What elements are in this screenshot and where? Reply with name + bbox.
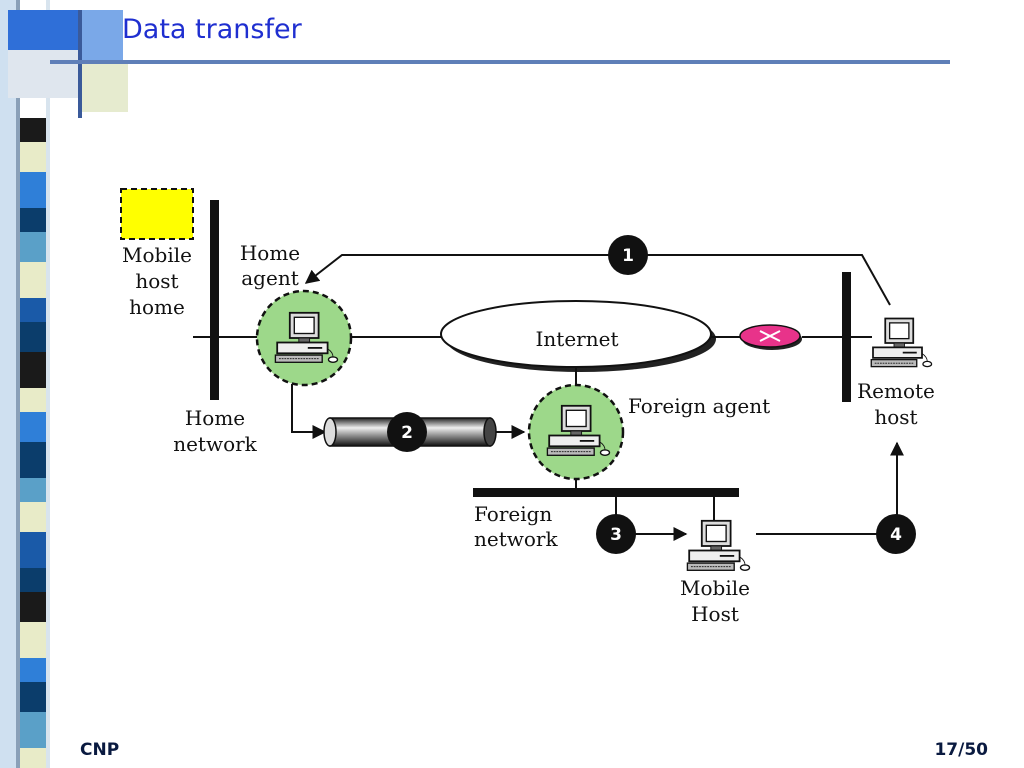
tunnel-left-end	[323, 417, 337, 447]
foreign-network-label-line1: Foreign	[474, 502, 552, 526]
slide-border-decoration	[0, 0, 50, 768]
border-block	[20, 262, 46, 298]
home-network-label-line1: Home	[185, 406, 245, 430]
tunnel-right-end	[483, 417, 497, 447]
border-block	[20, 622, 46, 658]
border-block	[20, 682, 46, 712]
mobile-host-home-placeholder	[120, 188, 194, 240]
step-3-badge	[596, 514, 636, 554]
border-block	[20, 658, 46, 682]
foreign-network-label-line2: network	[474, 527, 558, 551]
foreign-agent-label: Foreign agent	[628, 394, 770, 418]
internet-cloud	[440, 300, 712, 368]
border-block	[20, 412, 46, 442]
border-block	[20, 532, 46, 568]
path-step-2-lead-in	[291, 384, 327, 439]
home-agent-label-line2: agent	[241, 266, 298, 290]
mobile-host-home-label-line3: home	[129, 295, 185, 319]
step-1-number: 1	[622, 246, 634, 266]
border-block	[20, 142, 46, 172]
border-block	[20, 388, 46, 412]
footer-course-label: CNP	[80, 740, 120, 760]
remote-host-label-line2: host	[874, 405, 917, 429]
border-block	[20, 352, 46, 388]
path-step-1-arrow	[304, 254, 891, 306]
border-block	[20, 208, 46, 232]
step-4-number: 4	[890, 525, 902, 545]
border-block	[20, 502, 46, 532]
internet-label: Internet	[536, 327, 619, 351]
border-block	[20, 232, 46, 262]
step-4-badge	[876, 514, 916, 554]
border-block	[20, 298, 46, 322]
home-agent-label-line1: Home	[240, 241, 300, 265]
slide-title: Data transfer	[122, 14, 302, 45]
step-2-number: 2	[401, 423, 413, 443]
foreign-network-bus	[473, 488, 739, 497]
border-block	[20, 172, 46, 208]
home-network-bus	[210, 200, 219, 400]
border-block	[20, 592, 46, 622]
border-block	[20, 712, 46, 748]
home-network-label-line2: network	[173, 432, 257, 456]
remote-host-computer-icon	[870, 317, 933, 368]
step-2-badge	[387, 412, 427, 452]
border-block	[20, 442, 46, 478]
step-1-badge	[608, 235, 648, 275]
border-block	[20, 322, 46, 352]
path-step-4-arrow	[756, 441, 904, 535]
footer-page-number: 17/50	[934, 740, 988, 760]
border-block	[20, 568, 46, 592]
mobile-host-home-label-line1: Mobile	[122, 243, 192, 267]
step-3-number: 3	[610, 525, 622, 545]
border-block	[20, 478, 46, 502]
mobile-host-home-label-line2: host	[135, 269, 178, 293]
border-block	[20, 748, 46, 768]
mobile-host-label-line2: Host	[691, 602, 739, 626]
header-decoration	[8, 10, 950, 118]
border-block	[20, 118, 46, 142]
mobile-host-computer-icon	[686, 519, 751, 572]
mobile-host-label-line1: Mobile	[680, 576, 750, 600]
remote-network-bus	[842, 272, 851, 402]
router-cross-b	[759, 330, 781, 342]
remote-host-label-line1: Remote	[857, 379, 935, 403]
